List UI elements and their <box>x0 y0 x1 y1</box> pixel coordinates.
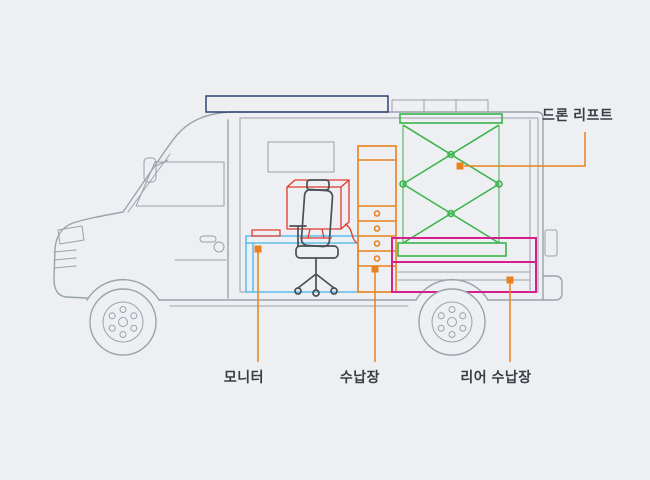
label-drone-lift: 드론 리프트 <box>542 107 614 123</box>
leader-rear-storage <box>506 276 514 362</box>
side-mirror-icon <box>143 157 169 183</box>
label-monitor: 모니터 <box>223 369 265 385</box>
drone-lift-graphic <box>397 113 507 257</box>
roof-equipment <box>205 95 489 113</box>
chair-graphic <box>289 179 339 297</box>
rear-storage-graphic <box>391 237 537 293</box>
desk-graphic <box>245 235 359 293</box>
cab-window <box>135 161 225 207</box>
front-wheel <box>89 288 157 356</box>
rear-wheel <box>418 288 486 356</box>
leader-monitor <box>254 245 262 362</box>
monitor-graphic <box>251 179 358 244</box>
door-handle <box>199 235 225 253</box>
label-rear-storage: 리어 수납장 <box>460 369 532 385</box>
label-storage-cabinet: 수납장 <box>339 369 381 385</box>
leader-storage-cabinet <box>371 265 379 362</box>
storage-cabinet-graphic <box>357 145 397 293</box>
leader-drone-lift <box>456 132 586 170</box>
vent-panel <box>267 141 335 173</box>
van-body-outline <box>53 111 563 307</box>
